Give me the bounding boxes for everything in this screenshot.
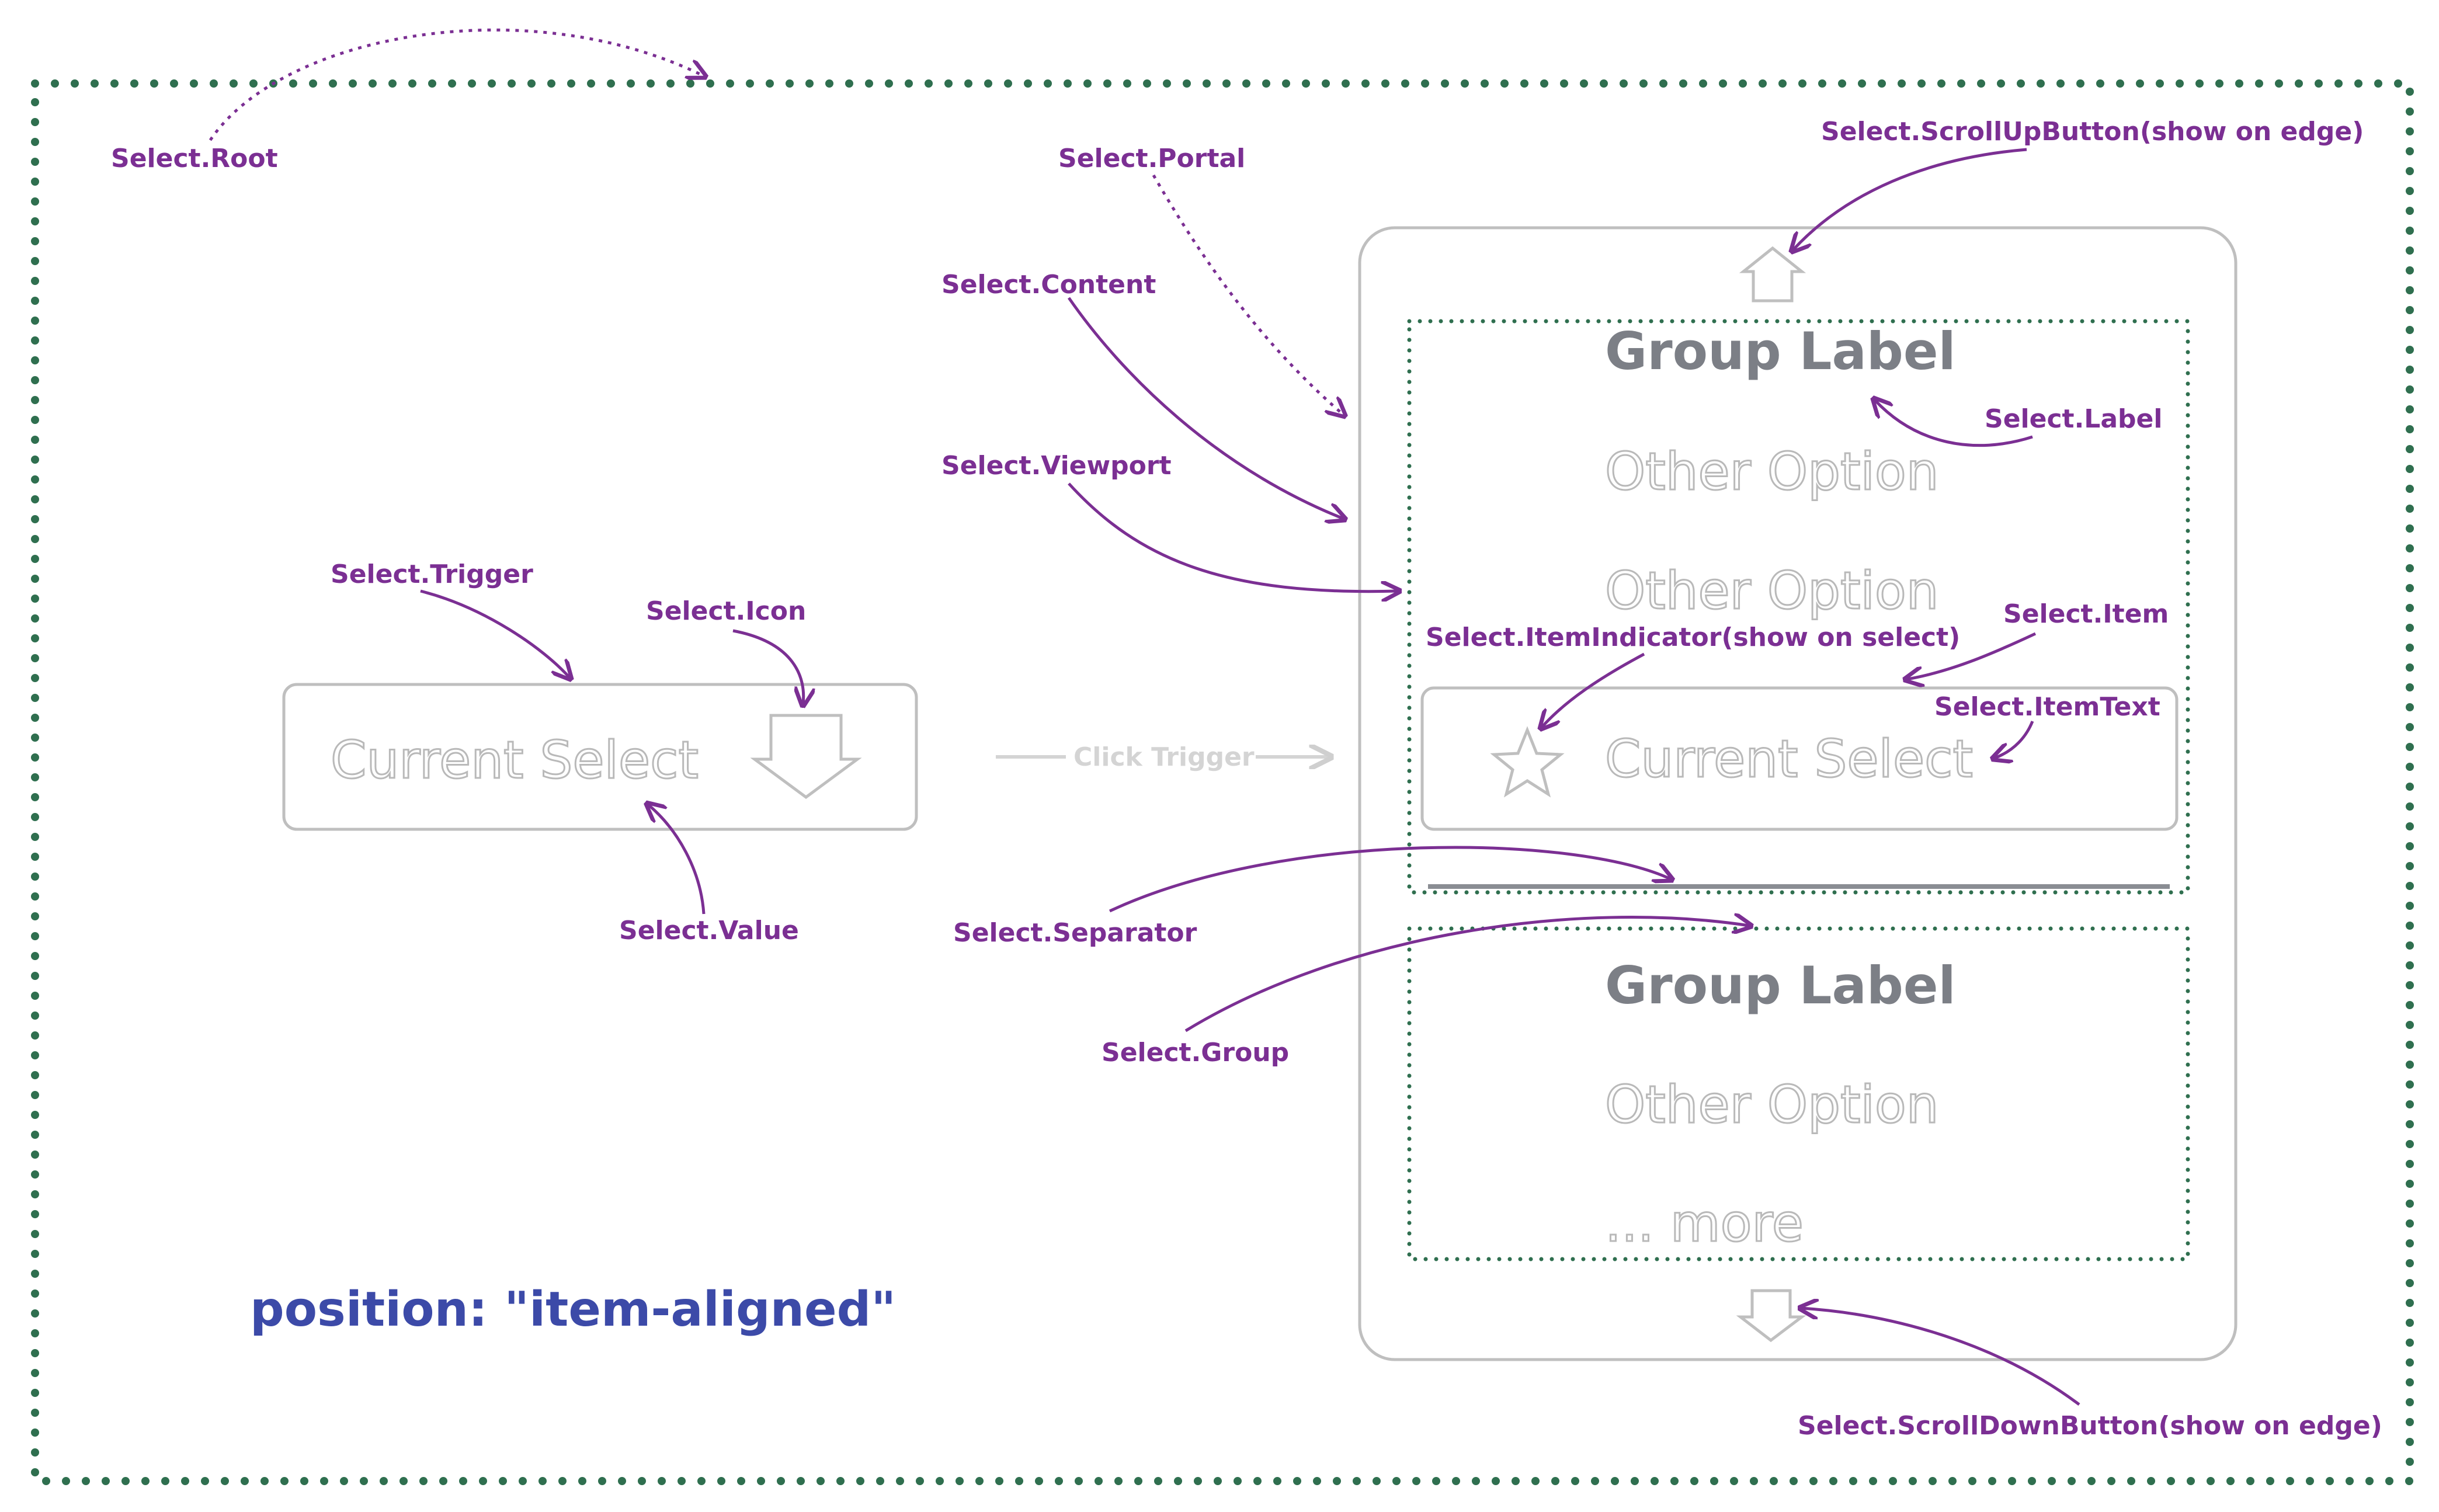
- group-2: [1407, 926, 2190, 1261]
- annotation-item-indicator: Select.ItemIndicator(show on select): [1426, 623, 1960, 652]
- select-content: [1358, 226, 2238, 1361]
- select-trigger[interactable]: [282, 683, 918, 831]
- annotation-label: Select.Label: [1985, 404, 2162, 434]
- arrow-icon: [732, 629, 804, 704]
- group-2-more: ... more: [1605, 1193, 1804, 1253]
- arrow-trigger: [420, 589, 569, 677]
- scroll-down-icon[interactable]: [1736, 1289, 1806, 1343]
- annotation-value: Select.Value: [619, 916, 799, 946]
- arrow-item-text: [1995, 721, 2034, 758]
- group-1: [1407, 319, 2190, 895]
- arrow-scroll-down: [1802, 1308, 2080, 1406]
- arrow-item-indicator: [1542, 652, 1645, 727]
- arrow-group: [1184, 917, 1749, 1033]
- trigger-value: Current Select: [331, 730, 699, 790]
- annotation-item: Select.Item: [2003, 599, 2169, 629]
- annotation-separator: Select.Separator: [953, 918, 1197, 948]
- selected-item-text: Current Select: [1605, 729, 1973, 789]
- annotation-content: Select.Content: [941, 270, 1156, 300]
- annotation-trigger: Select.Trigger: [331, 559, 533, 589]
- arrow-scroll-up: [1793, 148, 2027, 250]
- annotation-scroll-down: Select.ScrollDownButton(show on edge): [1798, 1411, 2382, 1441]
- annotation-group: Select.Group: [1102, 1038, 1289, 1068]
- arrow-value: [648, 805, 706, 915]
- annotation-item-text: Select.ItemText: [1934, 692, 2160, 722]
- group-1-item-2[interactable]: Other Option: [1604, 560, 1940, 622]
- annotation-icon: Select.Icon: [646, 596, 806, 626]
- scroll-up-icon[interactable]: [1739, 246, 1806, 303]
- click-trigger-label: Click Trigger: [1073, 742, 1255, 772]
- group-1-label: Group Label: [1605, 321, 1956, 381]
- root-border: [31, 79, 2414, 1485]
- arrow-separator: [1109, 846, 1670, 913]
- position-note: position: "item-aligned": [250, 1282, 896, 1337]
- annotation-scroll-up: Select.ScrollUpButton(show on edge): [1821, 117, 2364, 147]
- annotation-root: Select.Root: [111, 144, 278, 173]
- select-item-selected[interactable]: [1420, 686, 2179, 831]
- arrow-root: [209, 28, 704, 141]
- arrow-content: [1067, 297, 1343, 519]
- annotation-viewport: Select.Viewport: [941, 451, 1172, 481]
- arrow-item: [1907, 632, 2037, 679]
- arrow-label: [1875, 400, 2033, 447]
- arrow-down-icon[interactable]: [750, 714, 862, 800]
- star-icon: [1490, 726, 1565, 798]
- group-2-item-1[interactable]: Other Option: [1604, 1074, 1940, 1136]
- arrow-portal: [1152, 174, 1343, 415]
- group-1-item-1[interactable]: Other Option: [1604, 441, 1940, 503]
- annotation-portal: Select.Portal: [1058, 144, 1245, 173]
- group-2-label: Group Label: [1605, 955, 1956, 1016]
- arrow-viewport: [1068, 482, 1398, 592]
